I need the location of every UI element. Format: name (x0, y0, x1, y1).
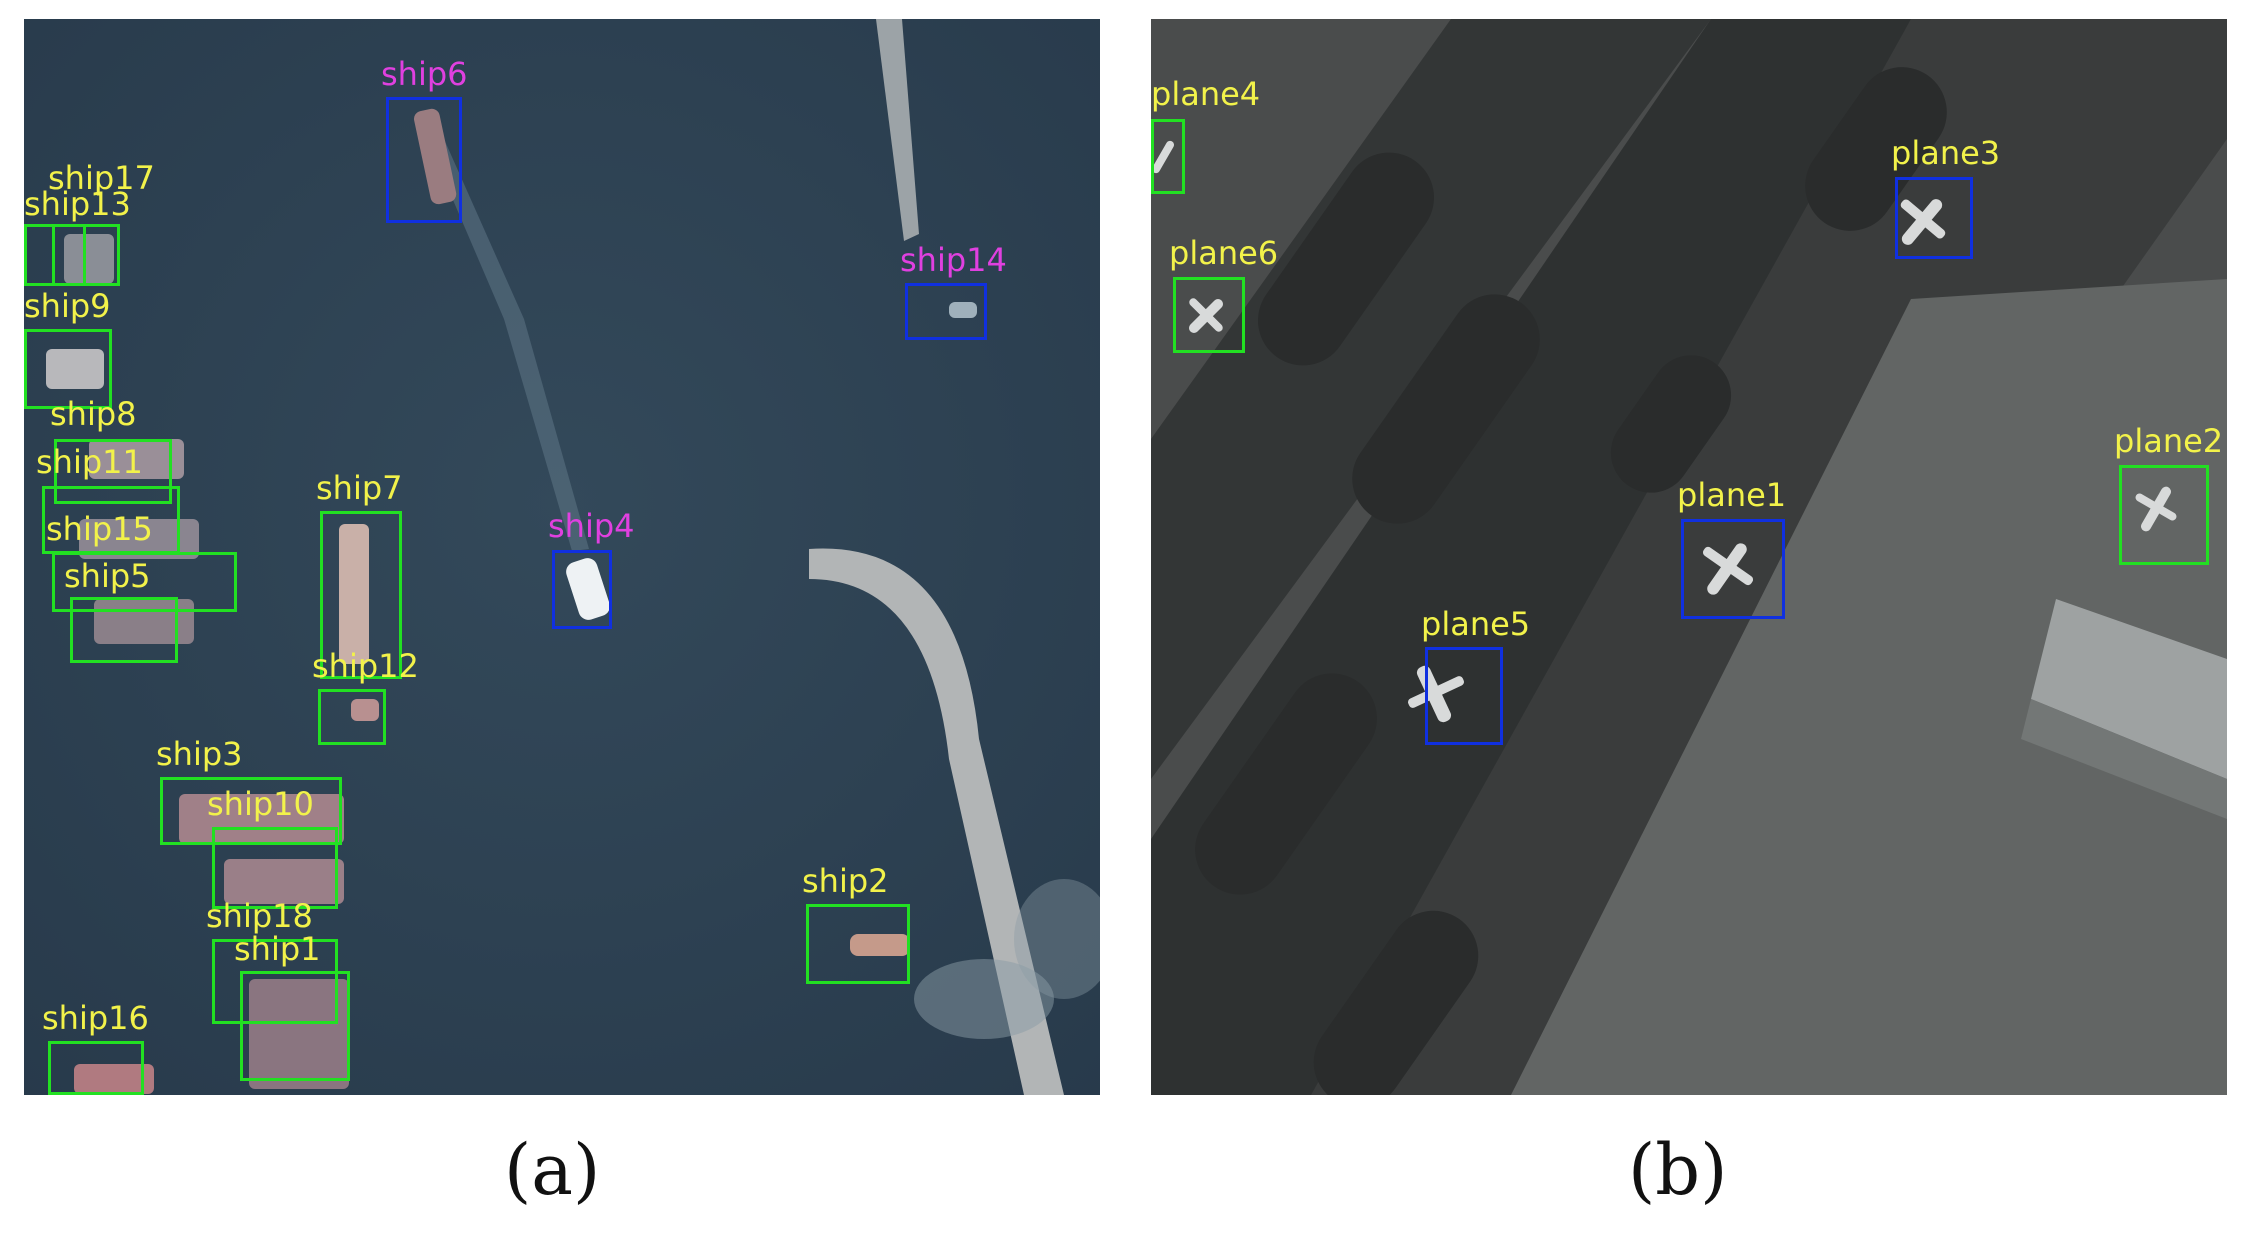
ship12-box (318, 689, 386, 745)
plane2-box (2119, 465, 2209, 565)
ship16-label: ship16 (42, 999, 149, 1037)
ship8-label: ship8 (50, 395, 137, 433)
ship15-label: ship15 (46, 510, 153, 548)
plane-detection-image: plane4 plane3 plane6 plane2 plane1 plane… (1151, 19, 2227, 1095)
ship18-box (212, 939, 338, 1024)
harbour-satellite-background (24, 19, 1100, 1095)
ship13-label: ship13 (24, 185, 131, 223)
ship15-box (52, 552, 237, 612)
ship10-label: ship10 (207, 785, 314, 823)
plane3-box (1895, 177, 1973, 259)
ship5-box (70, 597, 178, 663)
ship8-box (54, 439, 172, 504)
ship9-box (24, 329, 112, 409)
ship1-box (240, 971, 350, 1081)
plane6-box (1173, 277, 1245, 353)
plane3-label: plane3 (1891, 134, 2001, 172)
plane5-label: plane5 (1421, 605, 1531, 643)
ship4-label: ship4 (548, 507, 635, 545)
plane1-box (1681, 519, 1785, 619)
ship10-box (212, 827, 338, 909)
ship2-box (806, 904, 910, 984)
ship6-box (386, 97, 462, 223)
plane4-label: plane4 (1151, 75, 1261, 113)
ship7-label: ship7 (316, 469, 403, 507)
ship4-box (552, 550, 612, 629)
plane1-label: plane1 (1677, 476, 1787, 514)
ship14-label: ship14 (900, 241, 1007, 279)
ship18-label: ship18 (206, 897, 313, 935)
ship3-label: ship3 (156, 735, 243, 773)
ship14-box (905, 283, 987, 340)
ship17-box (52, 224, 120, 286)
ship1-label: ship1 (234, 930, 321, 968)
ship6-label: ship6 (381, 55, 468, 93)
caption-a: (a) (504, 1129, 601, 1211)
ship-detection-image: ship6 ship14 ship4 ship17 ship13 ship9 s… (24, 19, 1100, 1095)
ship3-box (160, 777, 342, 845)
plane5-box (1425, 647, 1503, 745)
ship11-label: ship11 (36, 443, 143, 481)
ship9-label: ship9 (24, 287, 111, 325)
ship13-box (24, 224, 86, 286)
ship5-label: ship5 (64, 557, 151, 595)
plane2-label: plane2 (2114, 422, 2224, 460)
plane6-label: plane6 (1169, 234, 1279, 272)
ship16-box (48, 1041, 144, 1095)
ship17-label: ship17 (48, 159, 155, 197)
caption-b: (b) (1628, 1129, 1728, 1211)
plane4-box (1151, 119, 1185, 194)
ship12-label: ship12 (312, 647, 419, 685)
ship7-box (320, 511, 402, 679)
airport-satellite-background (1151, 19, 2227, 1095)
ship2-label: ship2 (802, 862, 889, 900)
